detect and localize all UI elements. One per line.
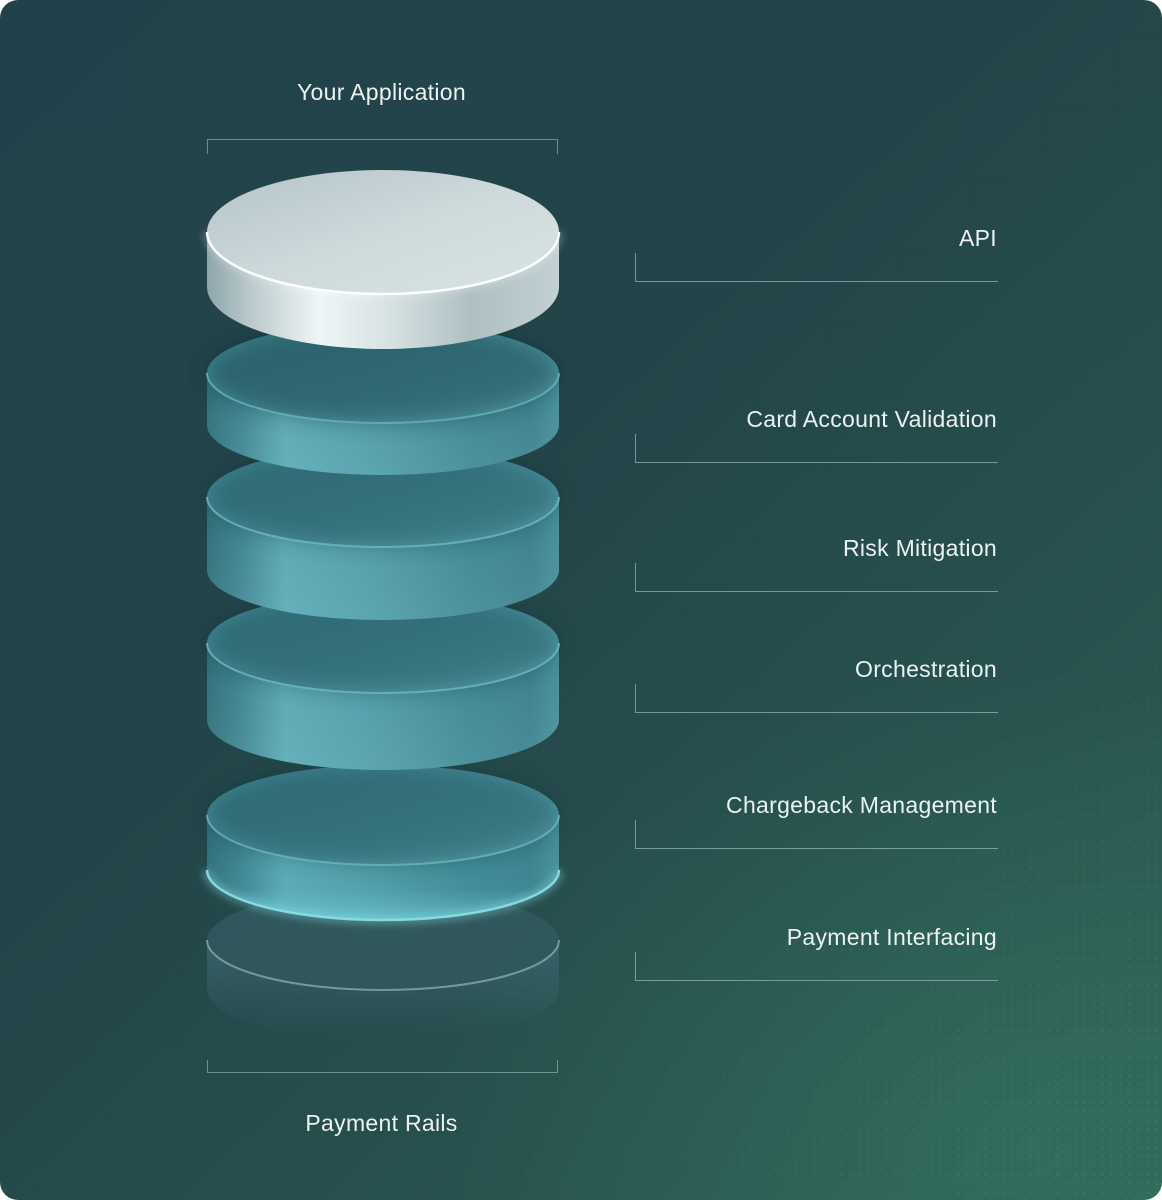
callout-card-account-validation: Card Account Validation bbox=[635, 401, 998, 463]
top-bracket bbox=[207, 139, 558, 154]
disc-shadow bbox=[207, 447, 559, 547]
callout-chargeback-management: Chargeback Management bbox=[635, 787, 998, 849]
callout-line bbox=[635, 563, 998, 592]
callout-label: Orchestration bbox=[855, 656, 997, 682]
callout-label: Card Account Validation bbox=[746, 406, 997, 432]
bottom-bracket bbox=[207, 1060, 558, 1073]
callout-label: Chargeback Management bbox=[726, 792, 997, 818]
callout-payment-interfacing: Payment Interfacing bbox=[635, 919, 998, 981]
disc-shadow bbox=[207, 765, 559, 865]
callout-orchestration: Orchestration bbox=[635, 651, 998, 713]
callout-line bbox=[635, 684, 998, 713]
callout-risk-mitigation: Risk Mitigation bbox=[635, 530, 998, 592]
disc-shadow bbox=[207, 323, 559, 423]
disc-shadow bbox=[207, 593, 559, 693]
callout-line bbox=[635, 253, 998, 282]
callout-label: Payment Interfacing bbox=[786, 924, 997, 950]
callout-label: Risk Mitigation bbox=[842, 535, 997, 561]
callout-label: API bbox=[959, 225, 997, 251]
stack-bottom-title: Payment Rails bbox=[305, 1110, 458, 1136]
callout-line bbox=[635, 952, 998, 981]
callout-line bbox=[635, 434, 998, 463]
disc-api bbox=[204, 170, 562, 349]
stack-top-title: Your Application bbox=[297, 79, 466, 105]
callout-api: API bbox=[635, 220, 998, 282]
callout-line bbox=[635, 820, 998, 849]
